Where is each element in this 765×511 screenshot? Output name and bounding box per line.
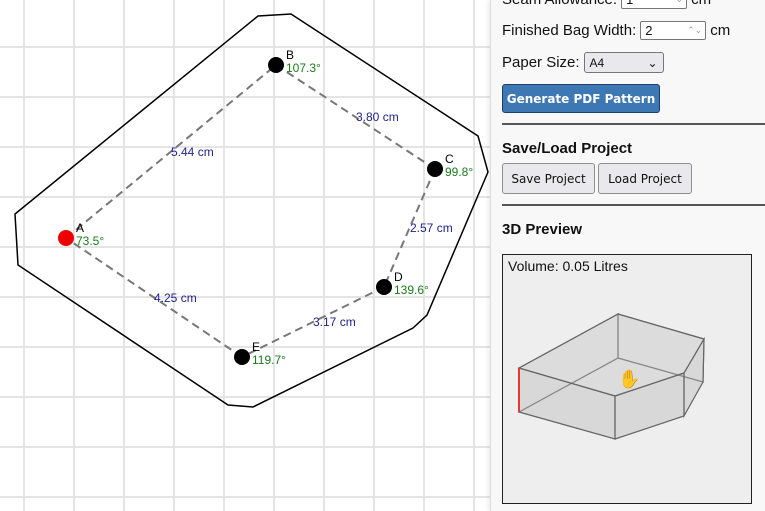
vertex-handle-c[interactable] (427, 161, 443, 177)
vertex-label: B (286, 48, 294, 62)
control-panel: Seam Allowance: 1⌃⌄ cm Finished Bag Widt… (490, 0, 765, 511)
bag-width-input[interactable]: 2⌃⌄ (640, 21, 707, 40)
seam-unit: cm (691, 0, 711, 8)
load-project-button[interactable]: Load Project (598, 163, 692, 194)
edge-length-label: 5.44 cm (171, 145, 214, 159)
edge-length-label: 4.25 cm (154, 291, 197, 305)
seam-allowance-input[interactable]: 1⌃⌄ (621, 0, 688, 9)
hand-cursor-icon: ✋ (618, 368, 640, 389)
vertex-angle: 73.5° (76, 234, 104, 248)
divider (502, 204, 765, 206)
bag-width-row: Finished Bag Width: 2⌃⌄ cm (502, 21, 730, 40)
edge-line (65, 64, 277, 239)
vertex-label: E (252, 340, 260, 354)
preview-heading: 3D Preview (502, 221, 583, 238)
vertex-angle: 139.6° (394, 283, 429, 297)
3d-preview[interactable]: Volume: 0.05 Litres ✋ (502, 254, 752, 504)
bag-width-unit: cm (710, 22, 731, 39)
seam-outline (14, 13, 489, 408)
vertex-label: D (394, 270, 403, 284)
spinner-icon[interactable]: ⌃⌄ (668, 0, 686, 5)
vertex-handle-d[interactable] (376, 279, 392, 295)
vertex-label: C (445, 152, 454, 166)
divider (502, 123, 765, 125)
bag-width-label: Finished Bag Width: (502, 22, 637, 39)
volume-readout: Volume: 0.05 Litres (508, 258, 628, 274)
edge-length-label: 2.57 cm (410, 221, 453, 235)
edge-line (275, 64, 436, 170)
vertex-handle-e[interactable] (234, 349, 250, 365)
edge-length-label: 3.80 cm (356, 110, 399, 124)
save-load-heading: Save/Load Project (502, 140, 633, 157)
paper-size-row: Paper Size: A4⌄ (502, 52, 664, 73)
vertex-angle: 119.7° (252, 353, 286, 367)
seam-allowance-label: Seam Allowance: (502, 0, 617, 8)
pattern-canvas[interactable]: 5.44 cm 3.80 cm 2.57 cm 3.17 cm 4.25 cm A73.… (0, 0, 490, 511)
generate-pdf-button[interactable]: Generate PDF Pattern (502, 84, 660, 113)
seam-allowance-row: Seam Allowance: 1⌃⌄ cm (502, 0, 711, 9)
3d-model: ✋ (517, 312, 705, 440)
vertex-handle-b[interactable] (268, 57, 284, 73)
save-project-button[interactable]: Save Project (502, 163, 595, 194)
paper-size-label: Paper Size: (502, 54, 580, 71)
vertex-handle-a[interactable] (58, 230, 74, 246)
spinner-icon[interactable]: ⌃⌄ (687, 25, 703, 35)
paper-size-select[interactable]: A4⌄ (583, 52, 664, 73)
edge-line (65, 237, 243, 358)
edge-line (383, 168, 436, 288)
edge-length-label: 3.17 cm (313, 315, 356, 329)
vertex-angle: 99.8° (445, 165, 473, 179)
vertex-angle: 107.3° (286, 61, 321, 75)
vertex-label: A (76, 221, 84, 235)
grid (0, 0, 490, 511)
chevron-down-icon: ⌄ (647, 55, 658, 70)
edge-line (241, 286, 385, 358)
